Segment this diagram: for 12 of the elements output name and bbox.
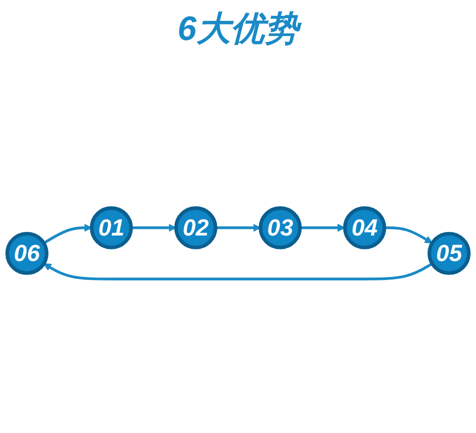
node-circle: 03 <box>258 206 302 250</box>
node-circle: 01 <box>90 206 133 250</box>
arrow <box>216 224 261 232</box>
arrow <box>131 224 176 232</box>
node-circle: 02 <box>174 206 218 250</box>
node-circle: 06 <box>5 232 48 275</box>
node-circle: 04 <box>343 206 386 250</box>
arrow <box>384 226 433 244</box>
arrow <box>43 224 92 244</box>
node-circle: 05 <box>428 232 471 275</box>
arrow <box>300 224 346 232</box>
arrow <box>43 262 433 280</box>
